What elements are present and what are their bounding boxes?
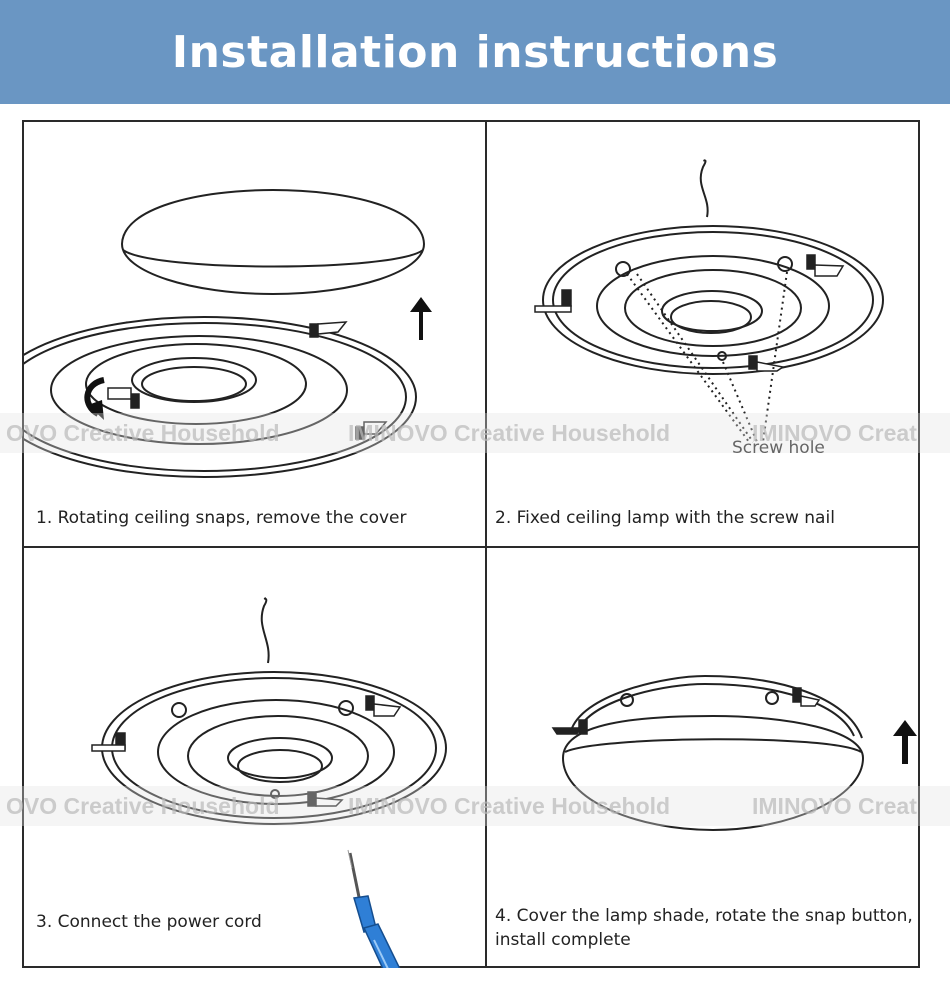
up-arrow-icon [410,297,432,340]
screwdriver-icon [347,849,401,968]
step-3-illustration [91,597,447,968]
grid-divider-vertical [485,122,487,966]
step-1-caption: 1. Rotating ceiling snaps, remove the co… [36,508,407,528]
step-4-illustration [551,674,917,832]
instruction-grid: 1. Rotating ceiling snaps, remove the co… [22,120,920,968]
step-2-illustration [534,159,884,443]
step-1-illustration [24,189,432,478]
grid-divider-horizontal [24,546,918,548]
up-arrow-icon [893,720,917,764]
step-2-caption: 2. Fixed ceiling lamp with the screw nai… [495,508,835,528]
rotate-arrow-icon [84,377,105,420]
header-banner: Installation instructions [0,0,950,104]
screw-hole-label: Screw hole [732,438,825,458]
page-title: Installation instructions [171,26,779,78]
step-4-caption-line-2: install complete [495,930,631,950]
step-3-panel: 3. Connect the power cord [24,548,484,968]
step-3-caption: 3. Connect the power cord [36,912,262,932]
step-4-panel: 4. Cover the lamp shade, rotate the snap… [487,548,920,968]
step-2-panel: Screw hole 2. Fixed ceiling lamp with th… [487,122,920,545]
step-4-caption: 4. Cover the lamp shade, rotate the snap… [495,904,913,952]
step-1-panel: 1. Rotating ceiling snaps, remove the co… [24,122,484,545]
step-4-caption-line-1: 4. Cover the lamp shade, rotate the snap… [495,906,913,926]
